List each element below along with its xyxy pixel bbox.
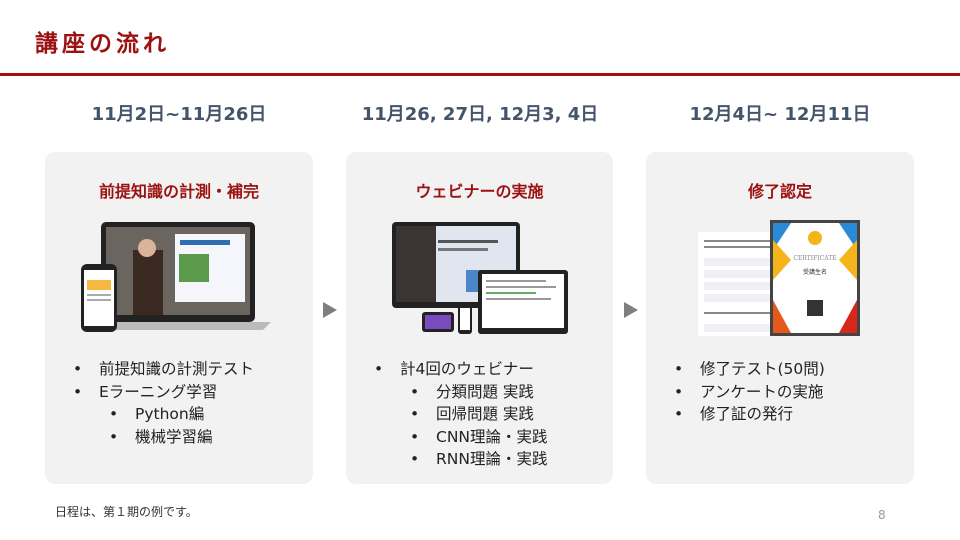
step-card-prerequisite: 前提知識の計測・補完 前提知識の計測テスト Eラーニング学習 Python編 機… bbox=[45, 152, 313, 484]
step-1-list: 前提知識の計測テスト Eラーニング学習 Python編 機械学習編 bbox=[73, 358, 254, 448]
list-item: 回帰問題 実践 bbox=[374, 403, 548, 426]
step-card-webinar: ウェビナーの実施 計4回のウェビナー 分類問題 実践 回帰問題 実践 CNN理論… bbox=[346, 152, 613, 484]
page-number: 8 bbox=[878, 508, 886, 522]
list-item: Python編 bbox=[73, 403, 254, 426]
arrow-right-icon bbox=[323, 302, 337, 318]
list-item: CNN理論・実践 bbox=[374, 426, 548, 449]
step-2-list: 計4回のウェビナー 分類問題 実践 回帰問題 実践 CNN理論・実践 RNN理論… bbox=[374, 358, 548, 471]
step-card-completion: 修了認定 CERTIFICATE 受講生名 修了テスト(50問) アンケートの実… bbox=[646, 152, 914, 484]
step-3-date: 12月4日~ 12月11日 bbox=[689, 104, 871, 125]
arrow-right-icon bbox=[624, 302, 638, 318]
card-title: 修了認定 bbox=[747, 182, 812, 201]
certificate-heading: CERTIFICATE bbox=[793, 255, 836, 262]
list-item: 計4回のウェビナー bbox=[374, 358, 548, 381]
list-item: 分類問題 実践 bbox=[374, 381, 548, 404]
page-title: 講座の流れ bbox=[35, 31, 170, 57]
list-item: Eラーニング学習 bbox=[73, 381, 254, 404]
webinar-devices-image bbox=[392, 222, 568, 334]
list-item: 前提知識の計測テスト bbox=[73, 358, 254, 381]
schedule-note: 日程は、第１期の例です。 bbox=[55, 505, 198, 519]
list-item: アンケートの実施 bbox=[674, 381, 825, 404]
list-item: 修了証の発行 bbox=[674, 403, 825, 426]
step-3-list: 修了テスト(50問) アンケートの実施 修了証の発行 bbox=[674, 358, 825, 426]
list-item: 機械学習編 bbox=[73, 426, 254, 449]
list-item: RNN理論・実践 bbox=[374, 448, 548, 471]
laptop-phone-elearning-image bbox=[81, 222, 271, 332]
certificate-name: 受講生名 bbox=[803, 268, 827, 276]
test-and-certificate-image: CERTIFICATE 受講生名 bbox=[698, 220, 860, 336]
card-title: ウェビナーの実施 bbox=[415, 182, 544, 201]
step-2-date: 11月26, 27日, 12月3, 4日 bbox=[361, 104, 599, 125]
list-item: 修了テスト(50問) bbox=[674, 358, 825, 381]
step-1-date: 11月2日~11月26日 bbox=[91, 104, 267, 125]
title-divider bbox=[0, 73, 960, 76]
card-title: 前提知識の計測・補完 bbox=[98, 182, 259, 201]
